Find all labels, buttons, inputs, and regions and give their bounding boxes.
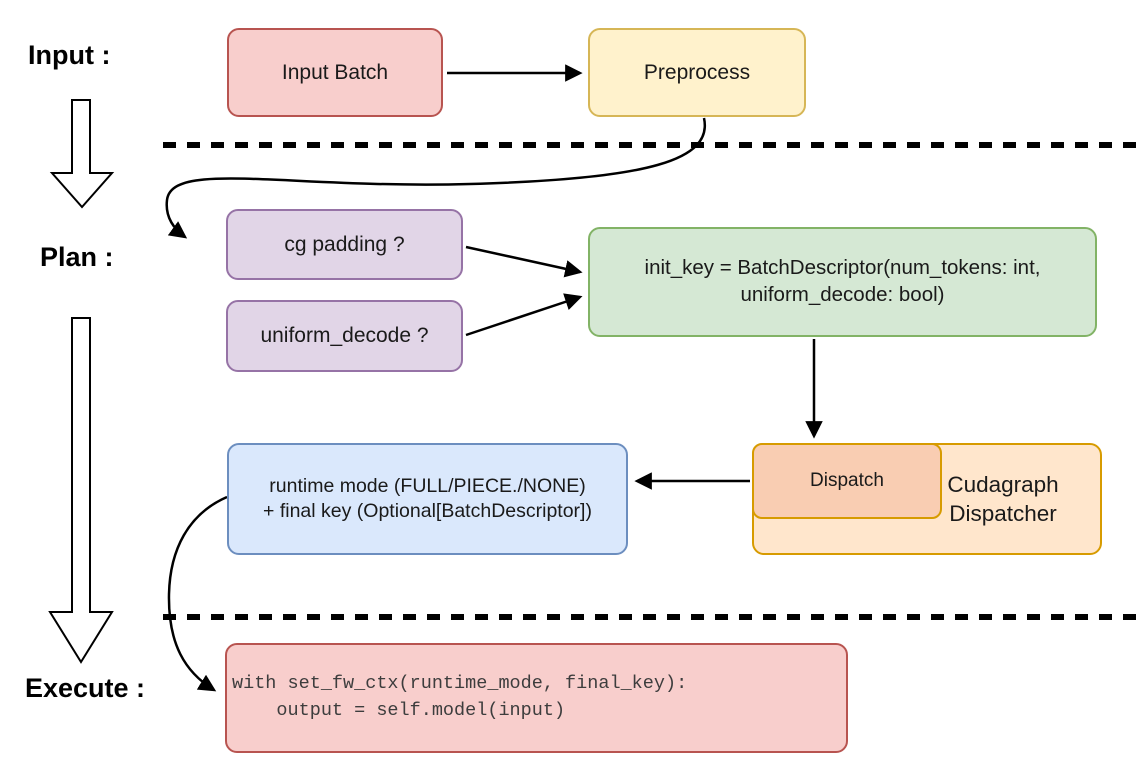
connector-runtimemode-executecode — [167, 495, 228, 692]
execute-code-line1: with set_fw_ctx(runtime_mode, final_key)… — [232, 673, 688, 695]
input-to-plan-arrow — [49, 99, 115, 209]
stage-label-plan: Plan : — [40, 242, 114, 272]
connector-uniformdecode-initkey — [465, 293, 583, 337]
node-init-key: init_key = BatchDescriptor(num_tokens: i… — [588, 227, 1097, 337]
connector-cgpadding-initkey — [465, 245, 583, 278]
node-preprocess: Preprocess — [588, 28, 806, 117]
plan-to-execute-arrow — [48, 317, 114, 664]
node-runtime-mode-line2: + final key (Optional[BatchDescriptor]) — [263, 500, 592, 522]
node-cg-padding-label: cg padding ? — [284, 232, 405, 256]
node-input-batch-label: Input Batch — [281, 60, 389, 84]
node-uniform-decode-label: uniform_decode ? — [260, 324, 429, 348]
node-runtime-mode-line1: runtime mode (FULL/PIECE./NONE) — [269, 474, 586, 497]
node-dispatch: Dispatch — [752, 443, 942, 519]
node-uniform-decode: uniform_decode ? — [226, 300, 463, 372]
node-input-batch: Input Batch — [227, 28, 443, 117]
node-init-key-line1: init_key = BatchDescriptor(num_tokens: i… — [644, 256, 1041, 280]
stage-label-execute: Execute : — [25, 673, 146, 703]
execute-code-line2: output = self.model(input) — [232, 700, 566, 721]
node-cudagraph-line1: Cudagraph — [947, 471, 1059, 497]
node-preprocess-label: Preprocess — [643, 60, 751, 84]
node-cudagraph-line2: Dispatcher — [949, 501, 1057, 526]
stage-label-input: Input : — [28, 40, 111, 70]
node-init-key-line2: uniform_decode: bool) — [740, 283, 945, 306]
node-dispatch-label: Dispatch — [810, 469, 884, 491]
node-cudagraph-dispatcher-label: Cudagraph Dispatcher — [920, 470, 1086, 529]
node-runtime-mode-final-key: runtime mode (FULL/PIECE./NONE) + final … — [227, 443, 628, 555]
node-cg-padding: cg padding ? — [226, 209, 463, 280]
node-execute-code: with set_fw_ctx(runtime_mode, final_key)… — [225, 643, 848, 753]
